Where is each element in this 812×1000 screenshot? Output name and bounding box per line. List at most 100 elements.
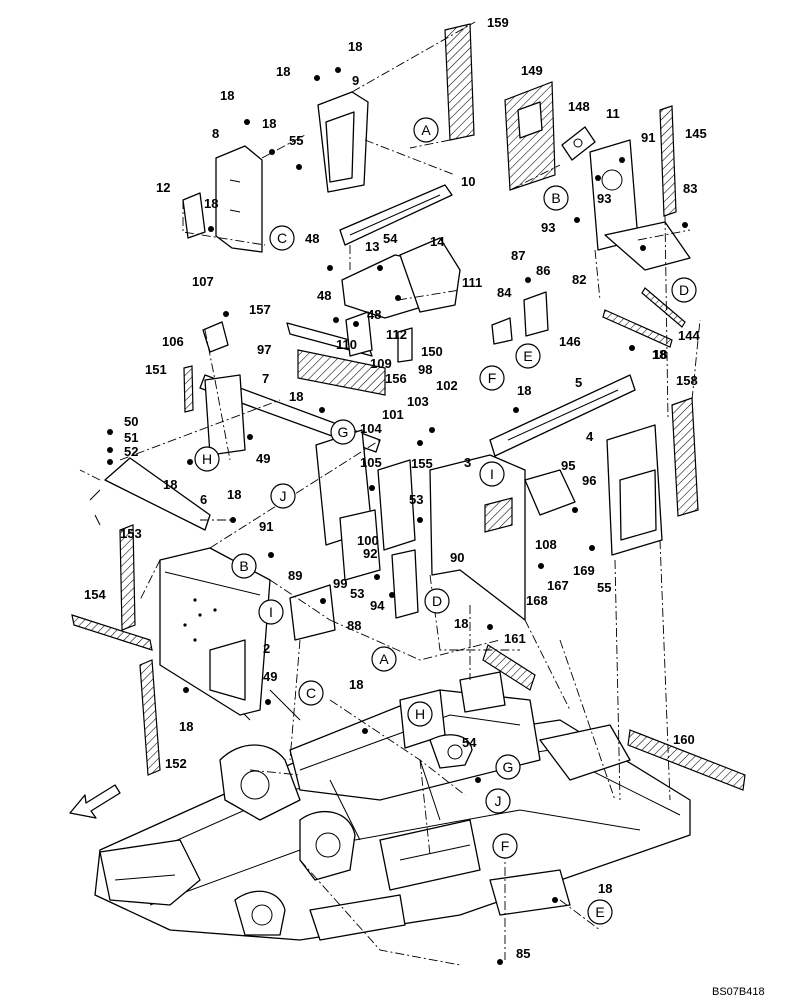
part-label: 91 xyxy=(259,519,273,534)
part-label: 48 xyxy=(305,231,319,246)
panel-99-92 xyxy=(339,509,381,581)
part-label: 88 xyxy=(347,618,361,633)
ref-circle-e: E xyxy=(587,899,613,925)
part-label: 102 xyxy=(436,378,458,393)
part-148 xyxy=(561,126,596,161)
ref-circle-i: I xyxy=(479,461,505,487)
leader-lines xyxy=(79,21,701,966)
part-label: 148 xyxy=(568,99,590,114)
ref-circle-c: C xyxy=(269,225,295,251)
part-label: 3 xyxy=(464,455,471,470)
direction-arrow-icon xyxy=(69,784,121,819)
rail-5 xyxy=(489,374,636,457)
part-label: 89 xyxy=(288,568,302,583)
ref-letter: H xyxy=(202,451,212,467)
panel-4 xyxy=(606,424,663,556)
part-label: 160 xyxy=(673,732,695,747)
part-label: 97 xyxy=(257,342,271,357)
part-label: 54 xyxy=(383,231,398,246)
part-150 xyxy=(397,327,413,363)
ref-letter: D xyxy=(432,593,442,609)
ref-letter: G xyxy=(503,759,514,775)
part-label: 93 xyxy=(597,191,611,206)
bracket-84-86 xyxy=(491,291,549,345)
part-label: 49 xyxy=(263,669,277,684)
part-label: 12 xyxy=(156,180,170,195)
ref-circle-b: B xyxy=(543,185,569,211)
part-label: 9 xyxy=(352,73,359,88)
panel-2 xyxy=(159,547,271,716)
part-label: 110 xyxy=(336,337,357,352)
ref-letter: I xyxy=(490,466,494,482)
part-label: 157 xyxy=(249,302,271,317)
part-label: 52 xyxy=(124,444,138,459)
ref-letter: B xyxy=(239,558,248,574)
ref-circle-h: H xyxy=(407,701,433,727)
strip-152 xyxy=(139,659,161,776)
strip-158 xyxy=(671,397,699,517)
ref-letter: E xyxy=(595,904,604,920)
part-label: 18 xyxy=(276,64,290,79)
panel-155 xyxy=(377,459,416,551)
part-label: 5 xyxy=(575,375,582,390)
part-label: 145 xyxy=(685,126,707,141)
plate-159 xyxy=(444,23,475,141)
part-label: 105 xyxy=(360,455,382,470)
ref-letter: A xyxy=(379,651,389,667)
ref-letter: H xyxy=(415,706,425,722)
frame-9 xyxy=(317,91,369,193)
part-label: 152 xyxy=(165,756,187,771)
ref-letter: F xyxy=(501,838,510,854)
ref-letter: B xyxy=(551,190,560,206)
cover-13-14 xyxy=(341,237,461,319)
ref-circle-e: E xyxy=(515,343,541,369)
part-label: 94 xyxy=(370,598,385,613)
part-label: 18 xyxy=(598,881,612,896)
part-label: 86 xyxy=(536,263,550,278)
part-label: 91 xyxy=(641,130,655,145)
part-label: 18 xyxy=(652,347,666,362)
ref-letter: J xyxy=(280,488,287,504)
strip-154 xyxy=(71,614,153,651)
part-label: 53 xyxy=(350,586,364,601)
drawing-code: BS07B418 xyxy=(712,986,765,998)
part-labels: 159 18 18 9 149 148 11 91 145 18 18 55 8… xyxy=(84,15,707,961)
part-label: 158 xyxy=(676,373,698,388)
ref-letter: C xyxy=(277,230,287,246)
grille-97 xyxy=(297,349,386,396)
fasteners xyxy=(107,67,688,965)
part-label: 107 xyxy=(192,274,214,289)
part-label: 96 xyxy=(582,473,596,488)
strip-153 xyxy=(119,524,136,631)
part-label: 104 xyxy=(360,421,382,436)
ref-letter: J xyxy=(495,793,502,809)
part-label: 84 xyxy=(497,285,512,300)
part-95 xyxy=(524,469,576,516)
part-label: 108 xyxy=(535,537,557,552)
ref-circle-i: I xyxy=(258,599,284,625)
panel-94 xyxy=(391,549,419,619)
part-label: 18 xyxy=(517,383,531,398)
part-label: 4 xyxy=(586,429,594,444)
ref-letter: F xyxy=(488,370,497,386)
ref-circle-j: J xyxy=(485,788,511,814)
part-label: 18 xyxy=(163,477,177,492)
part-151 xyxy=(183,365,194,413)
part-label: 95 xyxy=(561,458,575,473)
part-label: 149 xyxy=(521,63,543,78)
part-label: 10 xyxy=(461,174,475,189)
ref-circle-d: D xyxy=(671,277,697,303)
part-label: 18 xyxy=(262,116,276,131)
ref-letter: E xyxy=(523,348,532,364)
part-label: 13 xyxy=(365,239,379,254)
part-label: 103 xyxy=(407,394,429,409)
part-label: 87 xyxy=(511,248,525,263)
strip-145 xyxy=(659,105,677,217)
part-label: 161 xyxy=(504,631,526,646)
part-label: 83 xyxy=(683,181,697,196)
part-label: 50 xyxy=(124,414,138,429)
ref-circle-h: H xyxy=(194,446,220,472)
ref-circle-f: F xyxy=(479,365,505,391)
part-label: 48 xyxy=(367,307,381,322)
